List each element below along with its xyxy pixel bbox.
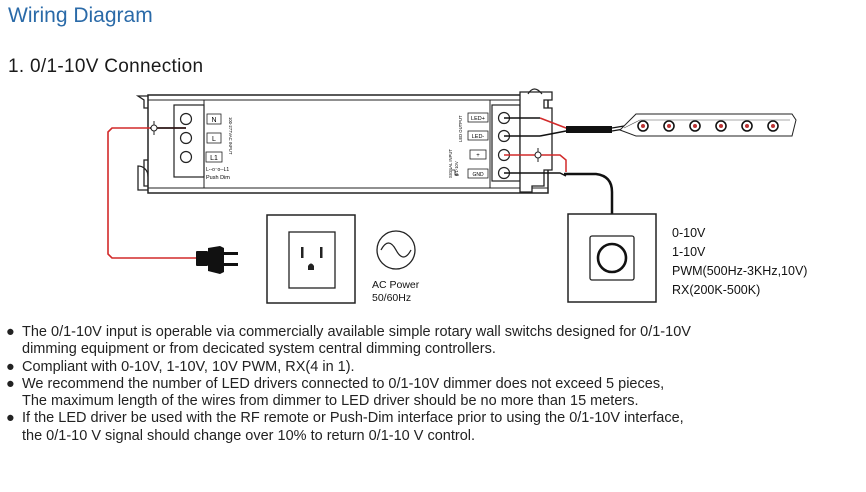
ac-power-label: AC Power 50/60Hz [372, 279, 419, 305]
input-labels: N L L1 100-277VAC INPUT L--o⁻o--L1 Push … [205, 113, 233, 181]
note-line: We recommend the number of LED drivers c… [22, 375, 665, 392]
led-chip [663, 120, 675, 132]
led-driver [135, 88, 553, 194]
label-l: L [212, 136, 216, 143]
mode-rx: RX(200K-500K) [672, 283, 761, 297]
page-title: Wiring Diagram [8, 4, 153, 27]
bullet: ● [6, 358, 15, 375]
led-chip [689, 120, 701, 132]
note-item: ● The 0/1-10V input is operable via comm… [6, 324, 862, 359]
note-line: dimming equipment or from decicated syst… [22, 341, 496, 358]
output-labels: LED+ LED- + GND LED OUTPUT SIGNAL INPUT … [448, 112, 489, 179]
screw-l1 [179, 150, 193, 164]
bullet: ● [6, 375, 15, 392]
signal-caption: SIGNAL INPUT [448, 149, 453, 178]
note-line: The 0/1-10V input is operable via commer… [22, 324, 691, 340]
mode-0-10v: 0-10V [672, 226, 706, 240]
led-chip [767, 120, 779, 132]
note-item: ● We recommend the number of LED drivers… [6, 376, 862, 411]
label-gnd: GND [472, 172, 484, 178]
mode-pwm: PWM(500Hz-3KHz,10V) [672, 264, 808, 278]
push-dim-label: Push Dim [206, 175, 230, 181]
note-line: If the LED driver be used with the RF re… [22, 410, 684, 427]
note-line: Compliant with 0-10V, 1-10V, 10V PWM, RX… [22, 358, 355, 375]
label-led-minus: LED- [472, 134, 485, 140]
led-chip [637, 120, 649, 132]
led-output-cable [504, 117, 625, 137]
ac-power-line1: AC Power [372, 279, 420, 291]
bullet: ● [6, 324, 15, 340]
label-signal-plus: + [476, 153, 480, 159]
input-screws [179, 112, 193, 164]
mode-1-10v: 1-10V [672, 245, 706, 259]
note-line: the 0/1-10 V signal should change over 1… [22, 427, 476, 444]
signal-cable [504, 148, 614, 214]
label-led-plus: LED+ [471, 116, 485, 122]
led-chip [741, 120, 753, 132]
ac-sine-icon [376, 230, 416, 270]
input-caption: 100-277VAC INPUT [228, 117, 233, 155]
section-heading: 1. 0/1-10V Connection [8, 56, 204, 77]
screw-n [179, 112, 193, 126]
label-n: N [211, 117, 216, 124]
label-l1: L1 [210, 155, 218, 162]
wall-outlet-icon [266, 214, 356, 304]
bullet: ● [6, 410, 15, 427]
push-dim-symbol: L--o⁻o--L1 [206, 167, 229, 173]
output-caption: LED OUTPUT [458, 115, 463, 142]
notes-list: ● The 0/1-10V input is operable via comm… [6, 324, 862, 445]
power-plug-icon [196, 246, 238, 274]
led-strip-icon [619, 113, 797, 137]
controller-modes: 0-10V 1-10V PWM(500Hz-3KHz,10V) RX(200K-… [672, 224, 807, 300]
signal-range: 0/1-10V [454, 161, 459, 176]
note-line: The maximum length of the wires from dim… [22, 393, 639, 410]
screw-l [179, 131, 193, 145]
note-item: ● If the LED driver be used with the RF … [6, 410, 862, 445]
driver-right-bracket [519, 91, 553, 193]
wiring-diagram: N L L1 100-277VAC INPUT L--o⁻o--L1 Push … [107, 88, 797, 304]
led-chip [715, 120, 727, 132]
mains-wire-red [107, 127, 196, 259]
ac-power-line2: 50/60Hz [372, 292, 412, 304]
rotary-dimmer-icon [567, 213, 657, 303]
note-item: ● Compliant with 0-10V, 1-10V, 10V PWM, … [6, 359, 862, 376]
mains-cable [107, 121, 196, 259]
